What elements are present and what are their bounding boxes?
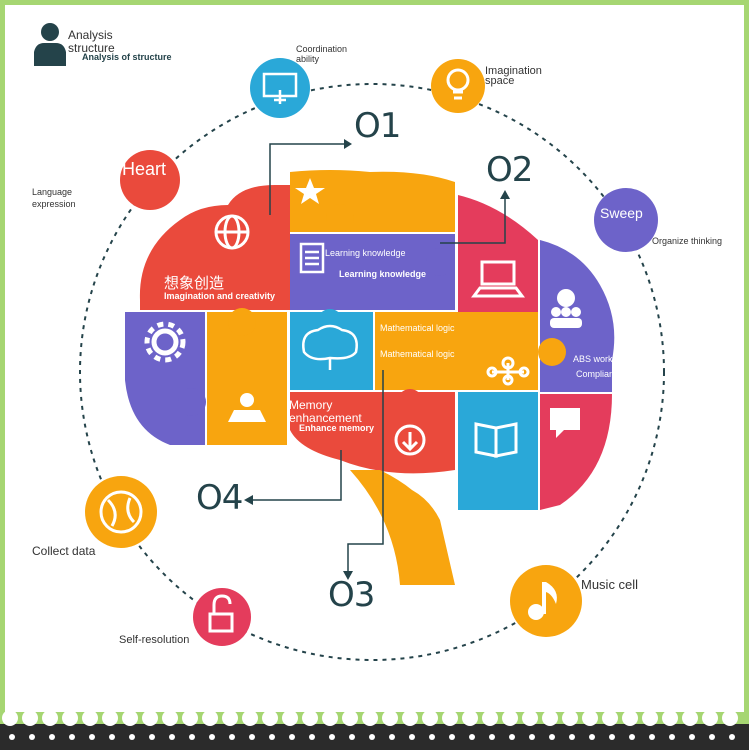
sweep-node [594, 188, 658, 252]
collect-node [85, 476, 157, 548]
lace-scallops [2, 710, 738, 726]
star-icon [295, 178, 325, 204]
number-02: O2 [486, 150, 533, 190]
self-resolution-label: Self-resolution [119, 634, 190, 646]
gear-icon [144, 321, 186, 363]
music-label: Music cell [581, 577, 639, 592]
self-resolution-node [193, 588, 251, 646]
brain-graphic [125, 170, 615, 585]
coordination-node [250, 58, 310, 118]
collect-label: Collect data [32, 544, 96, 558]
memory-label-1: Memory [289, 398, 333, 412]
document-icon [299, 242, 325, 274]
heart-label: Heart [122, 159, 167, 179]
math-label-1: Mathematical logic [380, 323, 455, 333]
lace-dots [9, 734, 735, 740]
coordination-label: Coordination ability [296, 44, 348, 64]
reader-icon [228, 393, 266, 422]
number-03: O3 [328, 575, 375, 615]
chat-icon [550, 408, 580, 438]
network-icon [486, 356, 530, 386]
person-icon [34, 23, 66, 66]
learning-label-1: Learning knowledge [325, 248, 406, 258]
globe-node-icon [99, 490, 143, 534]
number-04: O4 [196, 478, 243, 518]
imagination-space-label: Imagination space [485, 65, 542, 87]
header-title-line2: structure [68, 41, 115, 55]
imagination-en-label: Imagination and creativity [164, 291, 276, 301]
orbit-circle [79, 83, 665, 661]
abs-workers-label: ABS workers [573, 354, 626, 364]
team-icon [550, 289, 582, 328]
heart-node [120, 150, 180, 210]
book-icon [474, 422, 518, 458]
header-title-line1: Analysis [68, 28, 113, 42]
header-subtitle: Analysis of structure [82, 52, 172, 62]
touchscreen-icon [262, 72, 298, 104]
language-label: Language expression [32, 187, 76, 209]
math-label-2: Mathematical logic [380, 349, 455, 359]
download-icon [394, 424, 426, 456]
compliance-label: Complian [576, 369, 615, 379]
unlock-icon [208, 594, 234, 633]
lightbulb-icon [446, 68, 470, 100]
connectors [252, 143, 506, 574]
memory-label-2: enhancement [289, 411, 362, 425]
organize-label: Organize thinking [652, 236, 723, 246]
globe-icon [214, 214, 250, 250]
sweep-label: Sweep [600, 205, 643, 221]
memory-en-label: Enhance memory [299, 423, 375, 433]
learning-label-2: Learning knowledge [339, 269, 427, 279]
imagination-node [431, 59, 485, 113]
number-01: O1 [354, 106, 401, 146]
laptop-icon [471, 260, 525, 298]
brain-icon [302, 324, 358, 370]
music-note-icon [528, 582, 557, 620]
imagination-cn-label: 想象创造 [164, 274, 225, 292]
arrowheads [244, 139, 510, 580]
